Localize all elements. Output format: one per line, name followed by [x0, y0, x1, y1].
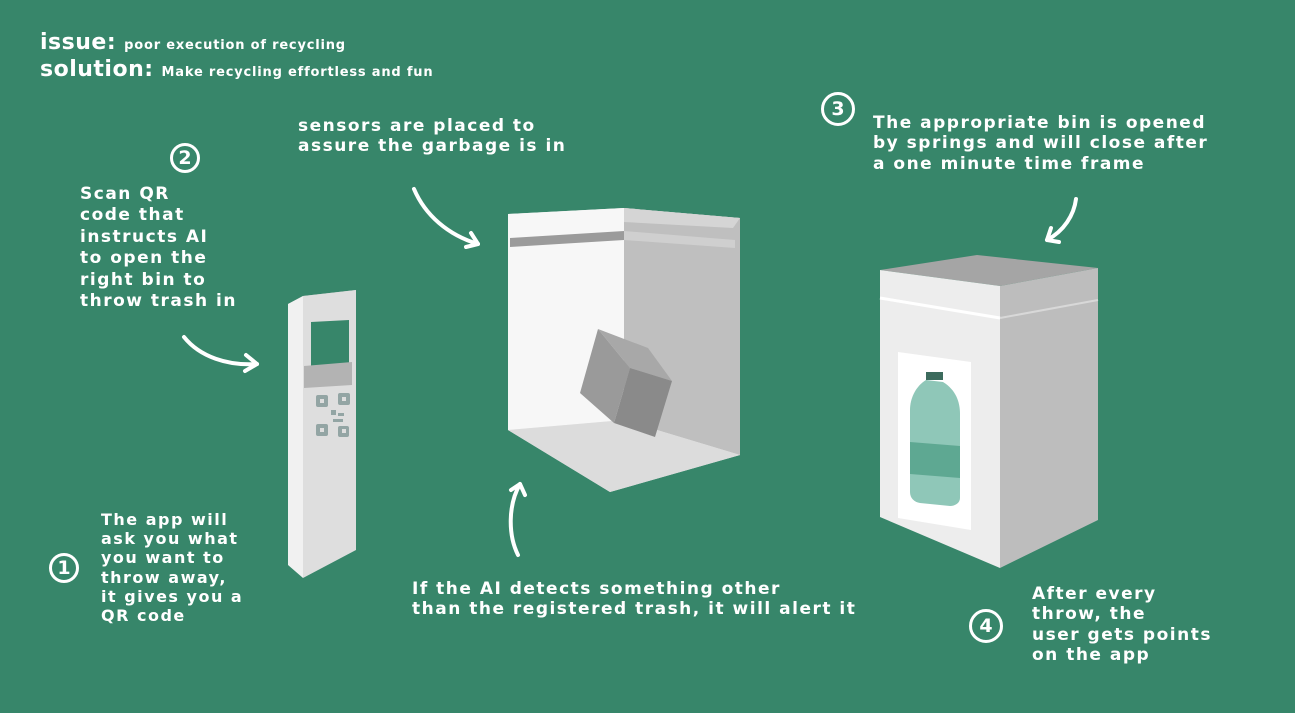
sensor-bin	[508, 208, 740, 492]
garbage-cube	[580, 329, 672, 437]
sensors-note: sensors are placed to assure the garbage…	[298, 116, 567, 157]
qr-code-icon	[316, 393, 350, 437]
step-2-text: Scan QR code that instructs AI to open t…	[80, 184, 237, 312]
solution-text: Make recycling effortless and fun	[161, 65, 434, 80]
solution-label: solution:	[40, 57, 154, 82]
smart-bin	[879, 255, 1099, 568]
step-4-circle: 4	[969, 609, 1003, 643]
step-2-number: 2	[178, 147, 192, 169]
arrows	[182, 187, 1078, 557]
step-4-text: After every throw, the user gets points …	[1032, 584, 1212, 666]
step-4-number: 4	[979, 615, 993, 637]
solution-row: solution: Make recycling effortless and …	[40, 57, 433, 82]
sensor-bar	[510, 231, 624, 247]
arrow-alert-to-bin	[508, 482, 527, 557]
step-3-text: The appropriate bin is opened by springs…	[873, 113, 1209, 174]
issue-label: issue:	[40, 30, 117, 55]
issue-row: issue: poor execution of recycling	[40, 30, 433, 55]
step-1-circle: 1	[49, 553, 79, 583]
arrow-sensors-to-bin	[412, 187, 480, 249]
arrow-step2-to-kiosk	[182, 335, 259, 373]
step-3-number: 3	[831, 98, 845, 120]
step-1-number: 1	[57, 557, 71, 579]
step-2-circle: 2	[170, 143, 200, 173]
step-3-circle: 3	[821, 92, 855, 126]
header: issue: poor execution of recycling solut…	[40, 30, 433, 82]
arrow-step3-to-bin	[1045, 197, 1078, 244]
issue-text: poor execution of recycling	[124, 38, 346, 53]
step-1-text: The app will ask you what you want to th…	[101, 510, 244, 625]
bottle-icon	[910, 372, 960, 506]
qr-kiosk	[288, 290, 356, 578]
ai-alert-note: If the AI detects something other than t…	[412, 579, 857, 620]
